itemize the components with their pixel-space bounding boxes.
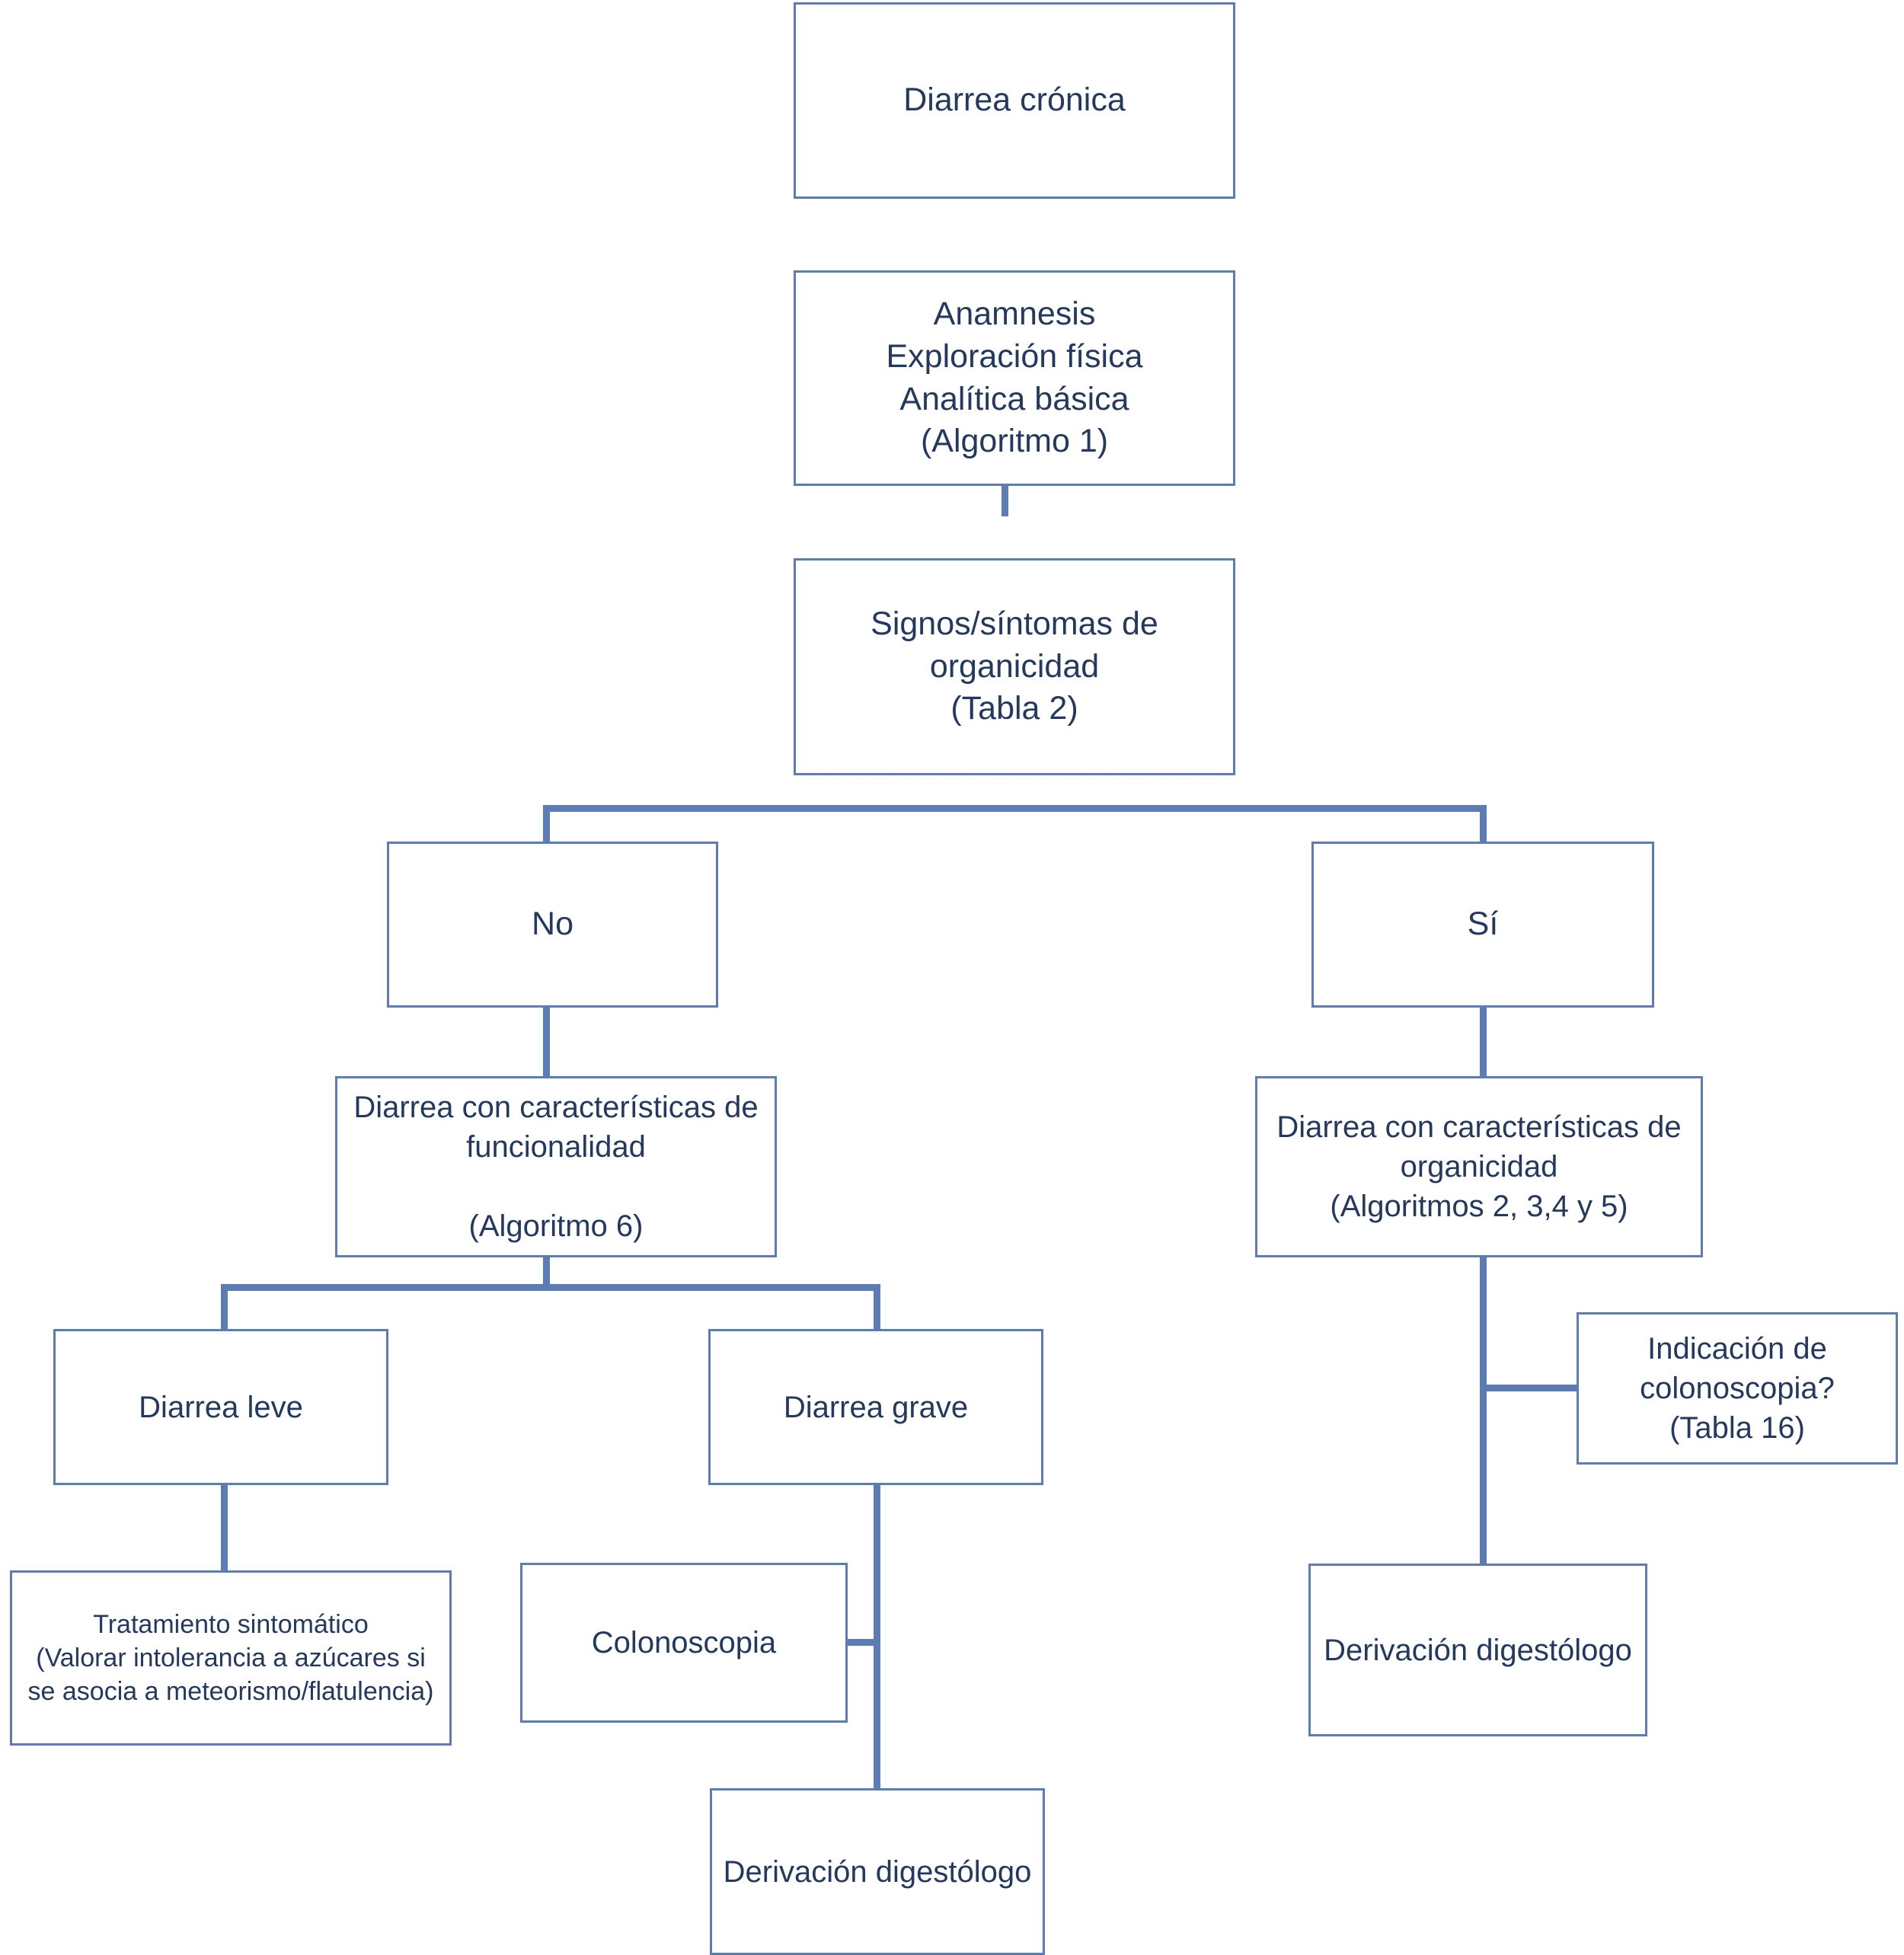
node-label: Tratamiento sintomático (Valorar intoler…	[27, 1609, 434, 1707]
node-anamnesis-exploracion[interactable]: Anamnesis Exploración física Analítica b…	[794, 270, 1235, 486]
connector-severe-to-colonoscopy	[845, 1639, 880, 1646]
connector-organic-to-indication	[1480, 1385, 1582, 1391]
node-tratamiento-sintomatico[interactable]: Tratamiento sintomático (Valorar intoler…	[10, 1570, 452, 1746]
node-derivacion-digestologo-inferior[interactable]: Derivación digestólogo	[710, 1788, 1045, 1955]
node-diarrea-funcionalidad[interactable]: Diarrea con características de funcional…	[335, 1076, 777, 1257]
node-indicacion-colonoscopia[interactable]: Indicación de colonoscopia? (Tabla 16)	[1577, 1312, 1898, 1465]
connector-severe-down	[874, 1481, 880, 1790]
node-label: Diarrea con características de organicid…	[1276, 1110, 1682, 1223]
node-signos-sintomas-organicidad[interactable]: Signos/síntomas de organicidad (Tabla 2)	[794, 558, 1235, 775]
connector-si-to-organic	[1480, 1004, 1487, 1081]
node-diarrea-cronica[interactable]: Diarrea crónica	[794, 2, 1235, 199]
node-branch-no[interactable]: No	[387, 842, 718, 1008]
connector-bus-to-mild	[221, 1284, 228, 1331]
node-label: Signos/síntomas de organicidad (Tabla 2)	[871, 605, 1158, 727]
node-diarrea-leve[interactable]: Diarrea leve	[53, 1329, 388, 1485]
node-label: Diarrea leve	[139, 1390, 303, 1424]
connector-signs-down	[1002, 469, 1008, 516]
node-label: Sí	[1467, 906, 1499, 943]
node-label: Derivación digestólogo	[1324, 1633, 1632, 1667]
node-label: Diarrea crónica	[903, 81, 1126, 119]
connector-organic-down	[1480, 1253, 1487, 1567]
node-branch-si[interactable]: Sí	[1311, 842, 1654, 1008]
node-label: Anamnesis Exploración física Analítica b…	[886, 295, 1143, 460]
connector-bus-to-severe	[874, 1284, 880, 1331]
connector-mild-severe-bus	[221, 1284, 880, 1291]
node-label: Indicación de colonoscopia? (Tabla 16)	[1640, 1332, 1835, 1445]
node-label: No	[532, 906, 573, 943]
connector-split-left-drop	[543, 805, 550, 853]
connector-functional-down	[543, 1253, 550, 1287]
connector-split-bus-top	[543, 805, 1487, 812]
node-label: Derivación digestólogo	[723, 1854, 1032, 1889]
node-diarrea-grave[interactable]: Diarrea grave	[708, 1329, 1043, 1485]
node-label: Diarrea grave	[783, 1390, 969, 1424]
node-label: Diarrea con características de funcional…	[353, 1091, 759, 1243]
connector-mild-to-treatment	[221, 1481, 228, 1575]
connector-split-right-drop	[1480, 805, 1487, 853]
node-label: Colonoscopia	[591, 1626, 777, 1660]
node-colonoscopia[interactable]: Colonoscopia	[520, 1563, 848, 1723]
node-derivacion-digestologo-derecha[interactable]: Derivación digestólogo	[1308, 1564, 1647, 1736]
node-diarrea-organicidad[interactable]: Diarrea con características de organicid…	[1255, 1076, 1703, 1257]
connector-no-to-functional	[543, 1004, 550, 1081]
